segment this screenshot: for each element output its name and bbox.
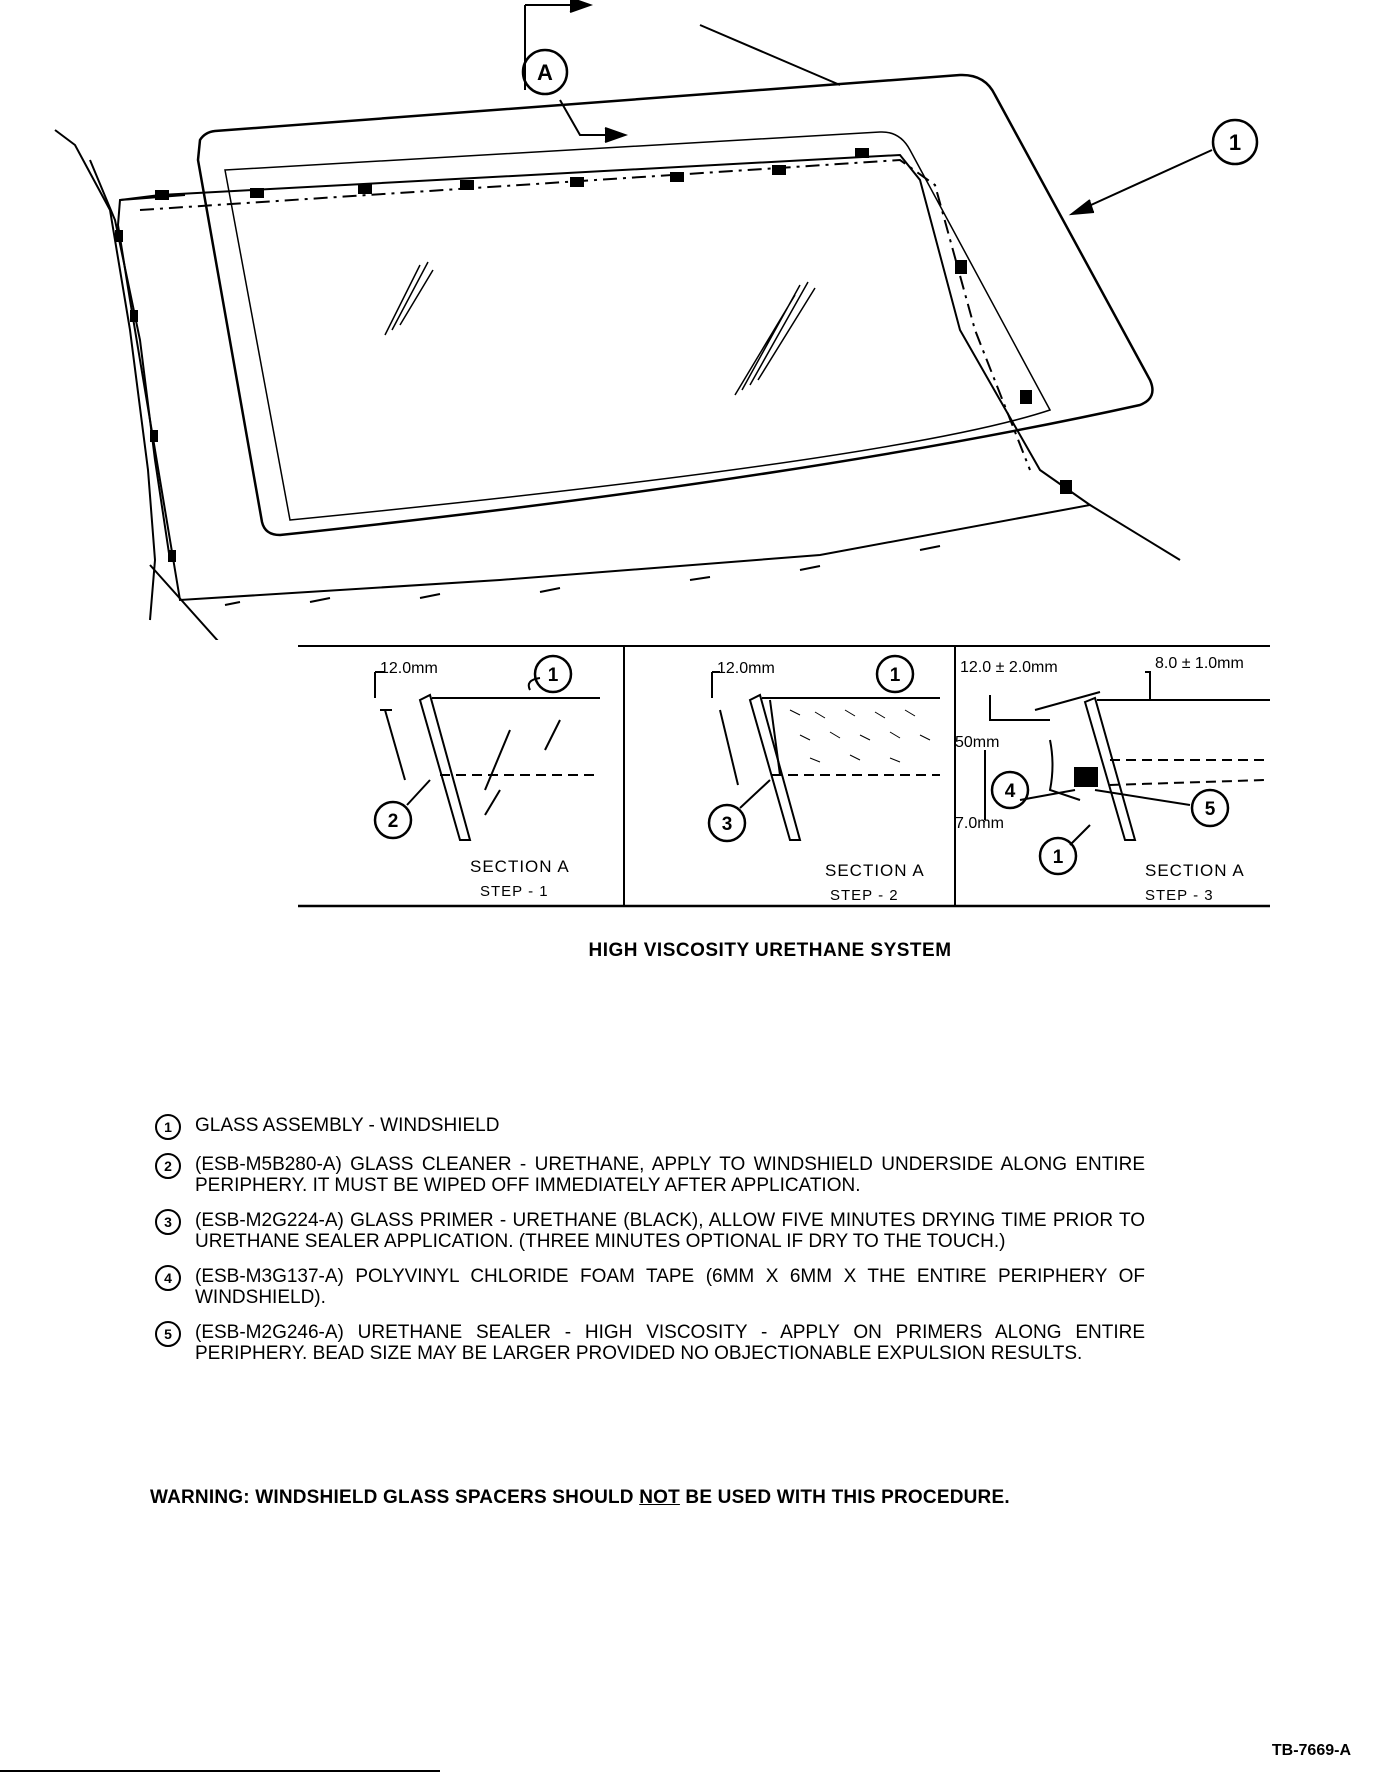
step-1-callout-2: 2 bbox=[388, 811, 399, 832]
bottom-rule bbox=[0, 1770, 440, 1772]
diagram-caption: HIGH VISCOSITY URETHANE SYSTEM bbox=[588, 940, 952, 961]
legend-item: 1 GLASS ASSEMBLY - WINDSHIELD bbox=[155, 1114, 1155, 1140]
step-3-callout-1: 1 bbox=[1053, 847, 1064, 868]
legend-text: (ESB-M2G246-A) URETHANE SEALER - HIGH VI… bbox=[195, 1322, 1145, 1364]
section-step-3: 12.0 ± 2.0mm 8.0 ± 1.0mm 50mm 7.0mm 4 5 … bbox=[955, 655, 1270, 904]
legend-text: (ESB-M3G137-A) POLYVINYL CHLORIDE FOAM T… bbox=[195, 1266, 1145, 1308]
step-3-callout-5: 5 bbox=[1205, 799, 1216, 820]
figure-reference: TB-7669-A bbox=[1271, 1742, 1351, 1759]
legend-text: GLASS ASSEMBLY - WINDSHIELD bbox=[195, 1115, 500, 1136]
step-1-step-label: STEP - 1 bbox=[480, 883, 549, 900]
parts-legend: 1 GLASS ASSEMBLY - WINDSHIELD 2 (ESB-M5B… bbox=[155, 1114, 1155, 1378]
step-3-dimension-c: 50mm bbox=[955, 734, 999, 751]
warning-suffix: BE USED WITH THIS PROCEDURE. bbox=[685, 1487, 1010, 1508]
legend-item: 4 (ESB-M3G137-A) POLYVINYL CHLORIDE FOAM… bbox=[155, 1265, 1155, 1308]
windshield-exploded-view: A 1 bbox=[54, 0, 1259, 640]
legend-number: 1 bbox=[155, 1114, 181, 1140]
step-3-panel-label: SECTION A bbox=[1145, 861, 1245, 880]
warning-prefix: WARNING: WINDSHIELD GLASS SPACERS SHOULD bbox=[150, 1487, 634, 1508]
step-3-dimension-d: 7.0mm bbox=[955, 815, 1004, 832]
step-2-callout-3: 3 bbox=[722, 814, 733, 835]
step-2-step-label: STEP - 2 bbox=[830, 887, 899, 904]
warning-note: WARNING: WINDSHIELD GLASS SPACERS SHOULD… bbox=[150, 1487, 1250, 1509]
step-2-callout-1: 1 bbox=[890, 665, 901, 686]
step-2-dimension: 12.0mm bbox=[717, 660, 775, 677]
step-1-dimension: 12.0mm bbox=[380, 660, 438, 677]
section-step-2: 12.0mm 1 3 SECTION A STEP - 2 bbox=[707, 654, 940, 904]
legend-number: 5 bbox=[155, 1321, 181, 1347]
step-1-panel-label: SECTION A bbox=[470, 857, 570, 876]
legend-number: 3 bbox=[155, 1209, 181, 1235]
section-detail-panels: 12.0mm 1 2 SECTION A STEP - 1 12.0mm 1 3… bbox=[298, 645, 1270, 908]
step-3-callout-4: 4 bbox=[1005, 781, 1016, 802]
legend-text: (ESB-M2G224-A) GLASS PRIMER - URETHANE (… bbox=[195, 1210, 1145, 1252]
step-1-callout-1: 1 bbox=[548, 665, 559, 686]
section-a-callout-label: A bbox=[537, 60, 553, 85]
legend-number: 4 bbox=[155, 1265, 181, 1291]
glass-callout-label: 1 bbox=[1229, 130, 1241, 155]
step-3-dimension-a: 12.0 ± 2.0mm bbox=[960, 659, 1058, 676]
step-3-dimension-b: 8.0 ± 1.0mm bbox=[1155, 655, 1244, 672]
legend-item: 3 (ESB-M2G224-A) GLASS PRIMER - URETHANE… bbox=[155, 1209, 1155, 1252]
legend-text: (ESB-M5B280-A) GLASS CLEANER - URETHANE,… bbox=[195, 1154, 1145, 1196]
legend-item: 5 (ESB-M2G246-A) URETHANE SEALER - HIGH … bbox=[155, 1321, 1155, 1364]
step-3-step-label: STEP - 3 bbox=[1145, 887, 1214, 904]
legend-item: 2 (ESB-M5B280-A) GLASS CLEANER - URETHAN… bbox=[155, 1153, 1155, 1196]
section-step-1: 12.0mm 1 2 SECTION A STEP - 1 bbox=[373, 654, 600, 900]
legend-number: 2 bbox=[155, 1153, 181, 1179]
step-2-panel-label: SECTION A bbox=[825, 861, 925, 880]
warning-emphasis: NOT bbox=[639, 1487, 680, 1508]
